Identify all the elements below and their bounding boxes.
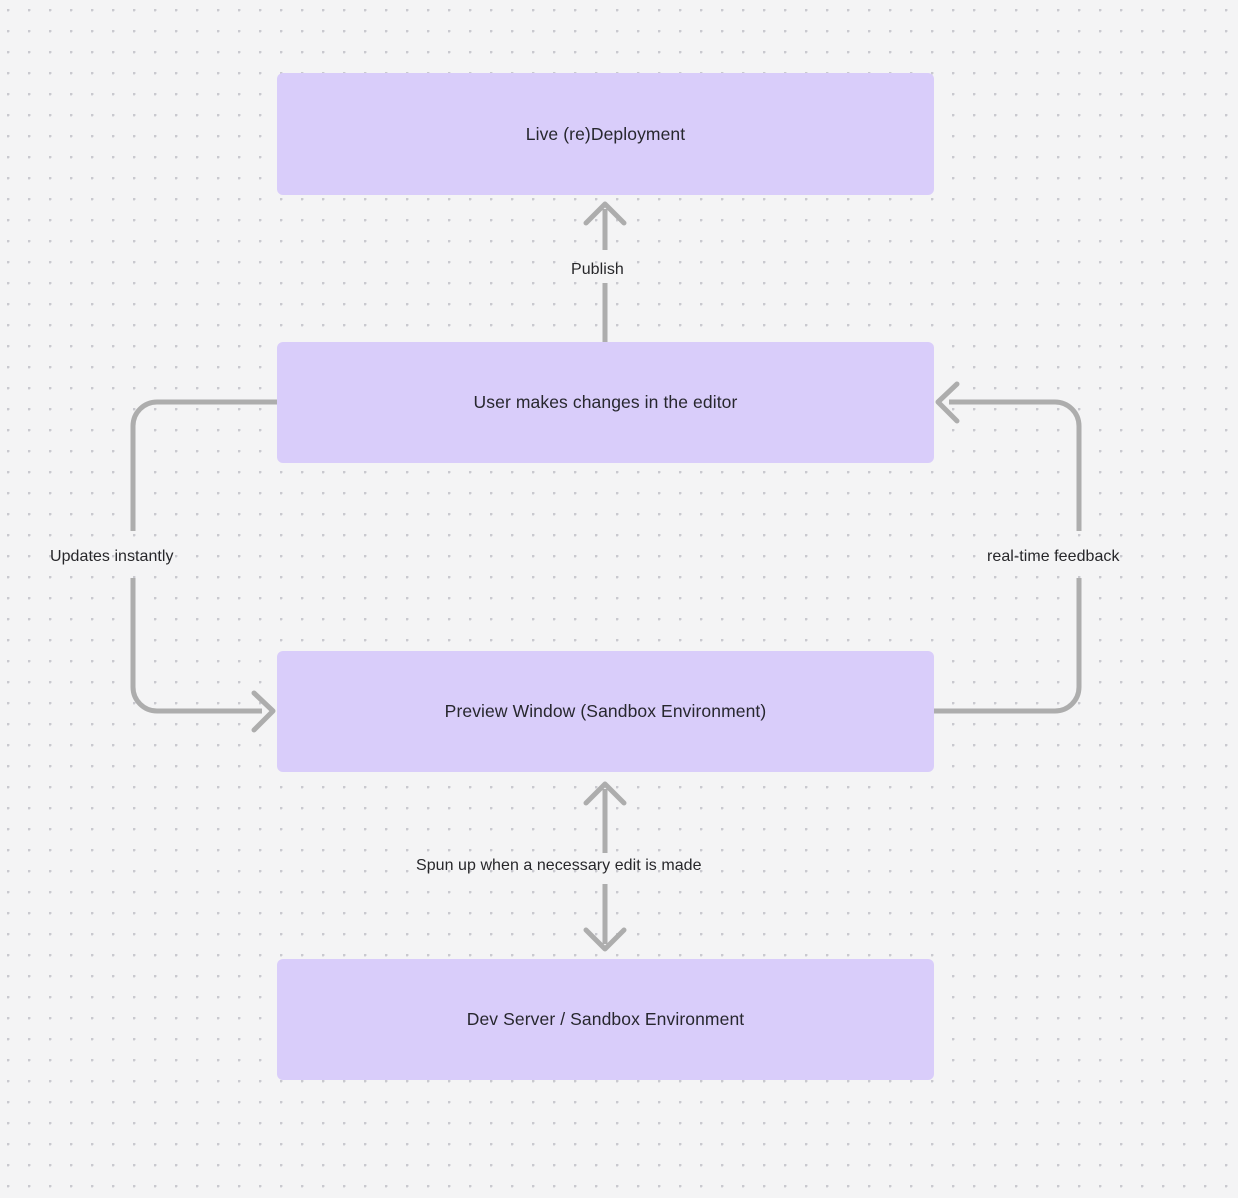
edge-updates-instantly [130,399,277,733]
edge-label-spun-up: Spun up when a necessary edit is made [416,857,702,874]
node-live-redeployment-label: Live (re)Deployment [525,123,686,144]
edge-label-updates-instantly: Updates instantly [50,548,174,565]
node-live-redeployment[interactable]: Live (re)Deployment [277,73,934,195]
edge-label-real-time-feedback: real-time feedback [987,548,1120,565]
node-dev-server-label: Dev Server / Sandbox Environment [466,1009,745,1030]
node-preview-window[interactable]: Preview Window (Sandbox Environment) [277,651,934,772]
node-user-makes-changes-label: User makes changes in the editor [473,392,738,413]
node-user-makes-changes[interactable]: User makes changes in the editor [277,342,934,463]
node-preview-window-label: Preview Window (Sandbox Environment) [444,701,767,722]
node-dev-server[interactable]: Dev Server / Sandbox Environment [277,959,934,1080]
edge-label-publish: Publish [571,261,624,278]
